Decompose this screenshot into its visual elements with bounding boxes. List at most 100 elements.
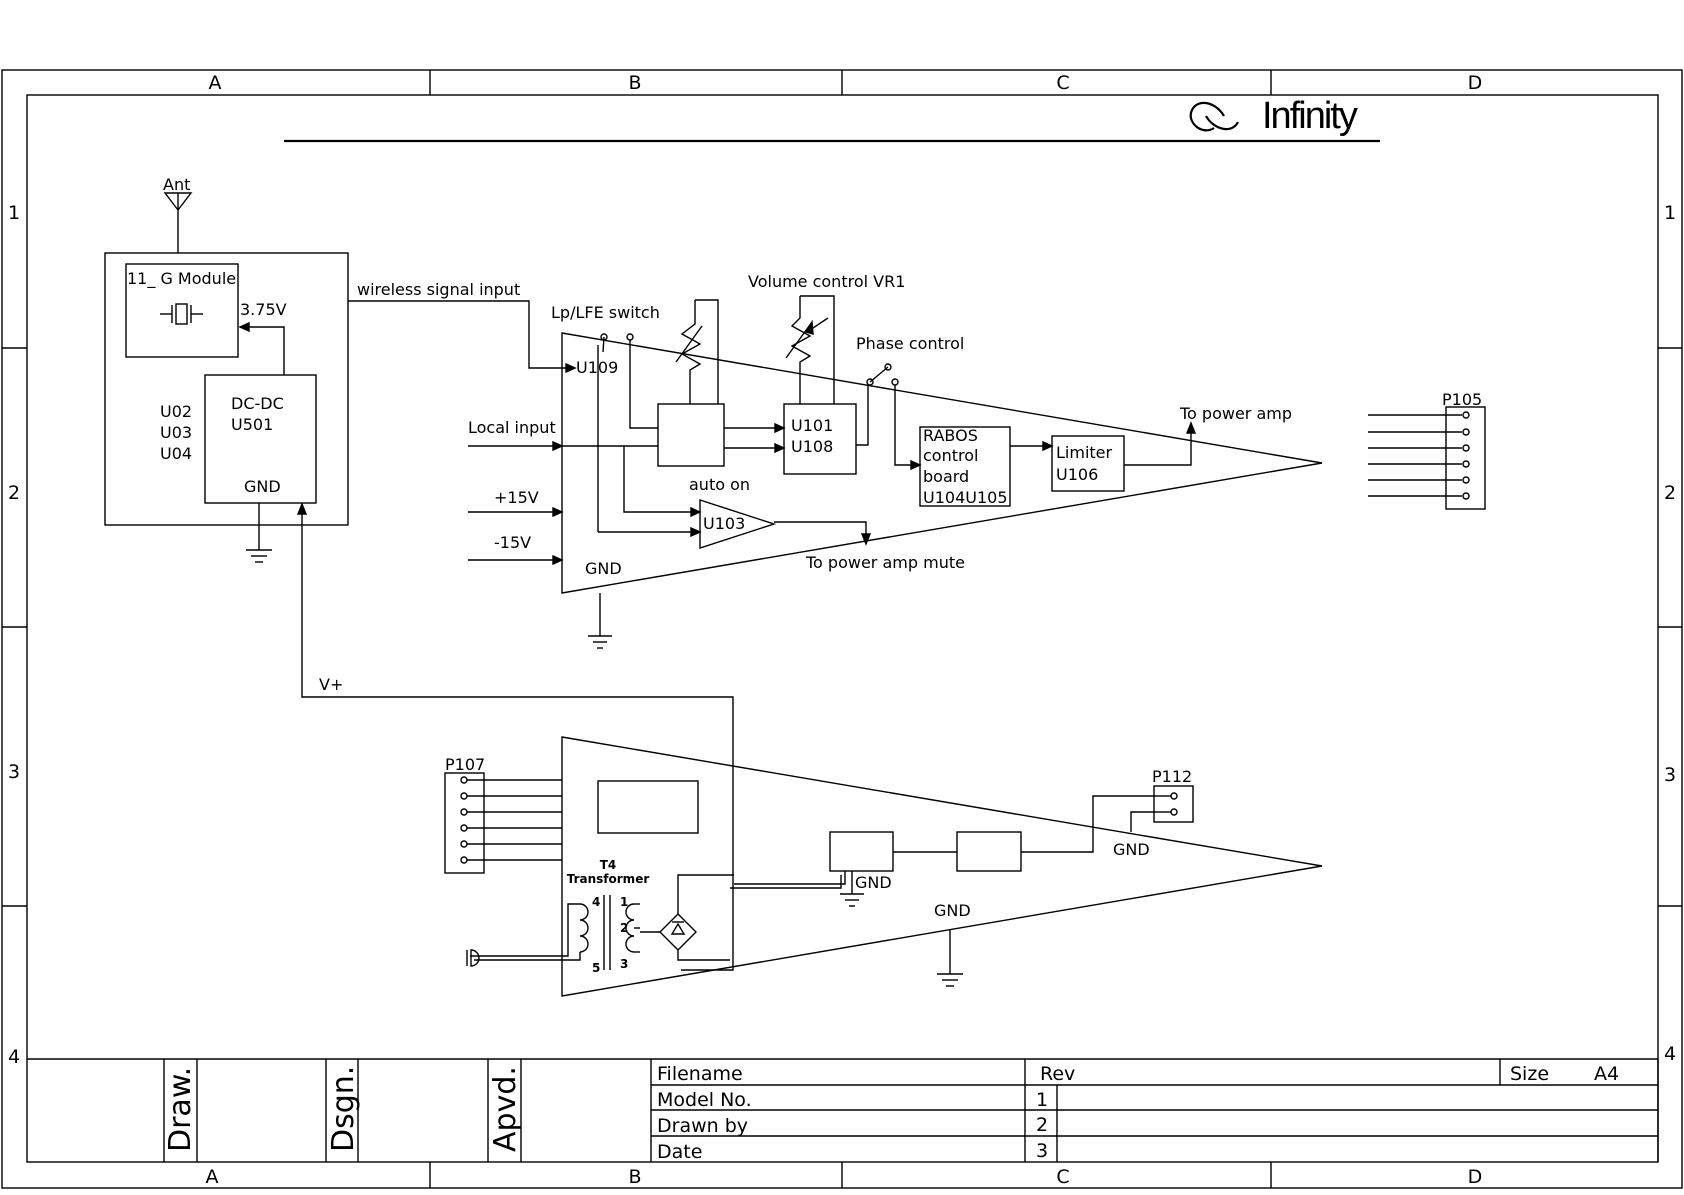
u106-label: U106 xyxy=(1056,465,1098,484)
p112-gnd-label: GND xyxy=(1113,840,1150,859)
filter-block xyxy=(657,403,725,467)
rabos-line-4: U104U105 xyxy=(923,488,1008,507)
p112-connector xyxy=(1153,785,1194,823)
rx-enclosure xyxy=(104,252,349,526)
u101-label: U101 xyxy=(791,416,833,435)
pin4-label: 4 xyxy=(592,895,600,909)
ground-icon xyxy=(246,549,272,563)
p107-connector xyxy=(444,772,485,874)
phase-control-label: Phase control xyxy=(856,334,964,353)
g-module-label: 11_ G Module xyxy=(127,269,236,289)
col-label-a-bottom: A xyxy=(206,1166,219,1188)
outer-frame xyxy=(1,69,1683,1189)
apvd-label: Apvd. xyxy=(488,1066,523,1152)
mid-gnd-label: GND xyxy=(934,901,971,920)
t4-label: T4 xyxy=(600,858,617,872)
dcdc-gnd-label: GND xyxy=(244,477,281,496)
regulator-gnd-label: GND xyxy=(855,873,892,892)
ground-icon xyxy=(588,635,612,649)
vplus-label: V+ xyxy=(319,675,343,694)
row-label-3-right: 3 xyxy=(1664,764,1676,786)
voltage-label: 3.75V xyxy=(240,300,287,319)
drawn-by-label: Drawn by xyxy=(657,1115,748,1137)
col-label-a-top: A xyxy=(209,72,222,94)
regulator-box xyxy=(829,831,894,872)
ground-icon xyxy=(937,973,963,987)
row-label-4-right: 4 xyxy=(1664,1043,1676,1065)
limiter-label: Limiter xyxy=(1056,443,1113,462)
output-block xyxy=(956,831,1022,872)
module-block: Ant 11_ G Module 3.75V DC-DC U501 GND U0… xyxy=(104,175,734,971)
u04-label: U04 xyxy=(160,444,192,463)
p112-label: P112 xyxy=(1152,767,1192,786)
date-label: Date xyxy=(657,1141,702,1163)
col-label-c-top: C xyxy=(1056,72,1069,94)
mains-plug-icon xyxy=(466,949,480,967)
p105-connector: P105 xyxy=(1368,390,1486,510)
dcdc-box xyxy=(204,374,317,504)
row-label-2-left: 2 xyxy=(8,482,20,504)
signal-triangle: wireless signal input U109 Lp/LFE switch… xyxy=(348,272,1323,649)
triangle-gnd-label: GND xyxy=(585,559,622,578)
u103-label: U103 xyxy=(703,514,745,533)
pin2-label: 2 xyxy=(620,921,628,935)
pin1-label: 1 xyxy=(620,895,628,909)
antenna-label: Ant xyxy=(163,175,190,194)
local-input-label: Local input xyxy=(468,418,556,437)
row-label-1-left: 1 xyxy=(8,202,20,224)
col-label-d-top: D xyxy=(1468,72,1483,94)
p107-label: P107 xyxy=(445,755,485,774)
rabos-box xyxy=(919,426,1011,507)
row-label-4-left: 4 xyxy=(8,1046,20,1068)
infinity-logo: Infinity xyxy=(1189,95,1360,137)
psu-block xyxy=(597,780,699,834)
wireless-input-label: wireless signal input xyxy=(357,280,520,299)
limiter-box xyxy=(1051,435,1125,492)
rev-row-2: 2 xyxy=(1036,1114,1048,1136)
bridge-rectifier-icon xyxy=(640,874,734,961)
dsgn-label: Dsgn. xyxy=(326,1066,361,1152)
g-module-box xyxy=(125,263,239,358)
power-triangle: P107 T4 Transformer 4 5 1 2 3 xyxy=(444,736,1323,997)
size-label: Size xyxy=(1510,1063,1549,1085)
title-block: Draw. Dsgn. Apvd. Filename Rev Size A4 M… xyxy=(27,1058,1659,1163)
transformer-label: Transformer xyxy=(567,872,650,886)
rev-row-1: 1 xyxy=(1036,1089,1048,1111)
u501-label: U501 xyxy=(231,415,273,434)
col-label-d-bottom: D xyxy=(1468,1166,1483,1188)
phase-switch-icon xyxy=(866,363,899,386)
row-label-1-right: 1 xyxy=(1664,202,1676,224)
volume-control-label: Volume control VR1 xyxy=(748,272,905,291)
u02-label: U02 xyxy=(160,402,192,421)
u03-label: U03 xyxy=(160,423,192,442)
col-label-b-bottom: B xyxy=(628,1166,641,1188)
u101-box xyxy=(783,403,857,475)
ground-icon xyxy=(840,893,864,907)
rabos-line-1: RABOS xyxy=(923,426,978,445)
size-value: A4 xyxy=(1594,1063,1619,1085)
logo-text: Infinity xyxy=(1262,95,1358,137)
auto-on-label: auto on xyxy=(689,475,750,494)
rabos-line-2: control xyxy=(923,446,978,465)
crystal-icon xyxy=(160,303,203,325)
rabos-line-3: board xyxy=(923,467,969,486)
pin3-label: 3 xyxy=(620,957,628,971)
filename-label: Filename xyxy=(657,1063,743,1085)
frame-labels: A B C D A B C D 1 2 3 4 1 2 3 4 xyxy=(8,72,1676,1188)
draw-label: Draw. xyxy=(163,1067,198,1152)
plus15-label: +15V xyxy=(494,488,539,507)
u109-label: U109 xyxy=(576,358,618,377)
u103-comparator xyxy=(699,499,777,549)
col-label-b-top: B xyxy=(628,72,641,94)
transformer-icon xyxy=(470,895,640,970)
col-label-c-bottom: C xyxy=(1056,1166,1069,1188)
row-label-2-right: 2 xyxy=(1664,482,1676,504)
p105-label: P105 xyxy=(1442,390,1482,409)
rev-row-3: 3 xyxy=(1036,1140,1048,1162)
model-label: Model No. xyxy=(657,1089,752,1111)
rev-label: Rev xyxy=(1040,1063,1075,1085)
row-label-3-left: 3 xyxy=(8,761,20,783)
minus15-label: -15V xyxy=(494,533,531,552)
